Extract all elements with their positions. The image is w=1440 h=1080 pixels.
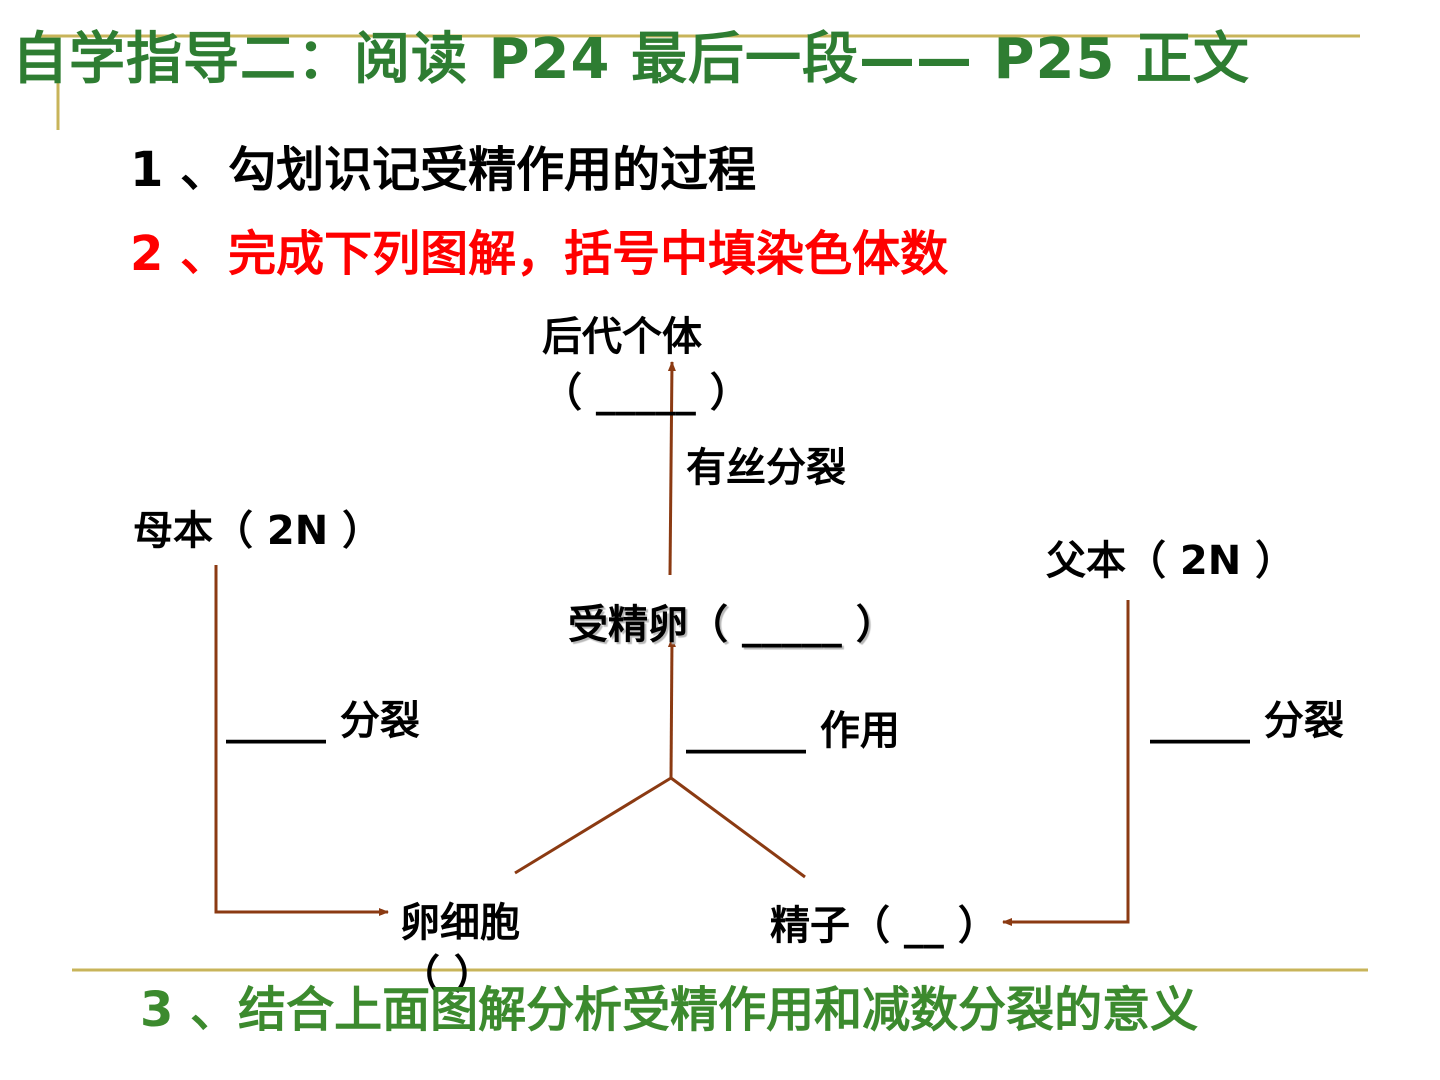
instruction-2: 2 、完成下列图解，括号中填染色体数 — [130, 226, 949, 282]
fertilization-label: ______ 作用 — [686, 708, 900, 754]
egg-blank: （ ） — [400, 952, 494, 998]
instruction-3: 3 、结合上面图解分析受精作用和减数分裂的意义 — [140, 982, 1199, 1038]
mother-label: 母本（ 2N ） — [133, 508, 383, 554]
arrow-father-to-sperm — [1002, 600, 1130, 926]
sperm-label: 精子（ __ ） — [770, 903, 998, 949]
line-egg-to-fusion — [514, 776, 672, 875]
line-sperm-to-fusion — [670, 776, 806, 879]
mitosis-label: 有丝分裂 — [686, 445, 846, 491]
zygote-label: 受精卵（ _____ ） — [568, 602, 896, 648]
father-division-label: _____ 分裂 — [1150, 698, 1344, 744]
page-title: 自学指导二：阅读 P24 最后一段—— P25 正文 — [12, 27, 1250, 92]
mother-division-label: _____ 分裂 — [226, 698, 420, 744]
arrow-zygote-to-offspring — [667, 361, 676, 576]
instruction-1: 1 、勾划识记受精作用的过程 — [130, 142, 757, 198]
father-label: 父本（ 2N ） — [1046, 538, 1296, 584]
offspring-blank: （ _____ ） — [542, 370, 750, 416]
arrow-mother-to-egg — [214, 565, 389, 916]
offspring-label: 后代个体 — [542, 314, 702, 360]
egg-label: 卵细胞 — [400, 900, 520, 946]
arrow-fusion-to-zygote — [667, 637, 676, 779]
